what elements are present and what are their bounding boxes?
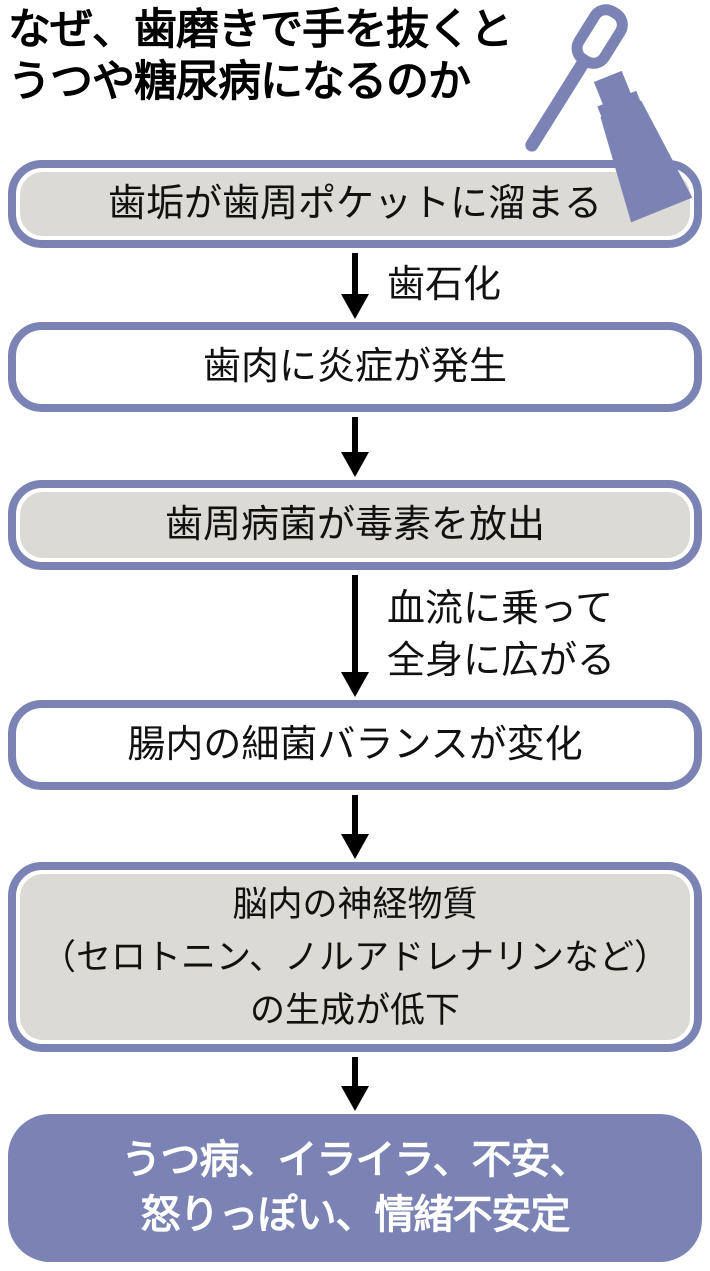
arrow-row-4 [8, 790, 702, 862]
step-text: 脳内の神経物質 [232, 884, 478, 924]
step-text: うつ病、イライラ、不安、 [121, 1138, 589, 1182]
toothbrush-and-toothpaste-icon [525, 4, 693, 223]
down-arrow-icon [341, 795, 369, 859]
flow-step-plaque: 歯垢が歯周ポケットに溜まる [8, 160, 702, 248]
down-arrow-icon [341, 575, 369, 697]
step-text: 歯垢が歯周ポケットに溜まる [107, 183, 602, 225]
title-line-1: なぜ、歯磨きで手を抜くと [8, 6, 513, 54]
down-arrow-icon [341, 417, 369, 477]
page-title: なぜ、歯磨きで手を抜くと うつや糖尿病になるのか [8, 4, 513, 108]
arrow-row-1: 歯石化 [8, 248, 702, 322]
flow-step-outcome: うつ病、イライラ、不安、 怒りっぽい、情緒不安定 [8, 1114, 702, 1262]
down-arrow-icon [341, 253, 369, 319]
flow-step-neurotransmitters: 脳内の神経物質 （セロトニン、ノルアドレナリンなど） の生成が低下 [8, 862, 702, 1052]
flow-step-body: 歯垢が歯周ポケットに溜まる [20, 172, 690, 236]
header: なぜ、歯磨きで手を抜くと うつや糖尿病になるのか [0, 0, 710, 223]
arrow-row-5 [8, 1052, 702, 1114]
down-arrow-icon [341, 1057, 369, 1111]
step-text: 怒りっぽい、情緒不安定 [140, 1193, 571, 1237]
flow-step-body: 腸内の細菌バランスが変化 [20, 712, 690, 778]
step-text: 歯肉に炎症が発生 [202, 346, 507, 388]
flow-step-gut-bacteria: 腸内の細菌バランスが変化 [8, 700, 702, 790]
arrow-label: 血流に乗って 全身に広がる [387, 583, 615, 687]
title-line-2: うつや糖尿病になるのか [8, 58, 471, 106]
flow-step-body: 歯肉に炎症が発生 [20, 334, 690, 400]
arrow-row-2 [8, 412, 702, 480]
flowchart: 歯垢が歯周ポケットに溜まる 歯石化 歯肉に炎症が発生 歯周病菌が毒素を放出 血流… [8, 160, 702, 1262]
flow-step-toxin-release: 歯周病菌が毒素を放出 [8, 480, 702, 570]
step-text: 歯周病菌が毒素を放出 [164, 504, 545, 546]
flow-step-body: 歯周病菌が毒素を放出 [20, 492, 690, 558]
flow-step-gum-inflammation: 歯肉に炎症が発生 [8, 322, 702, 412]
flow-step-body: 脳内の神経物質 （セロトニン、ノルアドレナリンなど） の生成が低下 [20, 874, 690, 1040]
arrow-label-line: 全身に広がる [387, 640, 616, 682]
flow-step-body: うつ病、イライラ、不安、 怒りっぽい、情緒不安定 [8, 1114, 702, 1262]
arrow-label-line: 歯石化 [387, 264, 502, 306]
step-text: （セロトニン、ノルアドレナリンなど） [41, 937, 669, 977]
step-text: 腸内の細菌バランスが変化 [127, 724, 583, 766]
arrow-label-line: 血流に乗って [387, 588, 614, 630]
step-text: の生成が低下 [249, 990, 460, 1030]
arrow-row-3: 血流に乗って 全身に広がる [8, 570, 702, 700]
arrow-label: 歯石化 [387, 259, 501, 311]
